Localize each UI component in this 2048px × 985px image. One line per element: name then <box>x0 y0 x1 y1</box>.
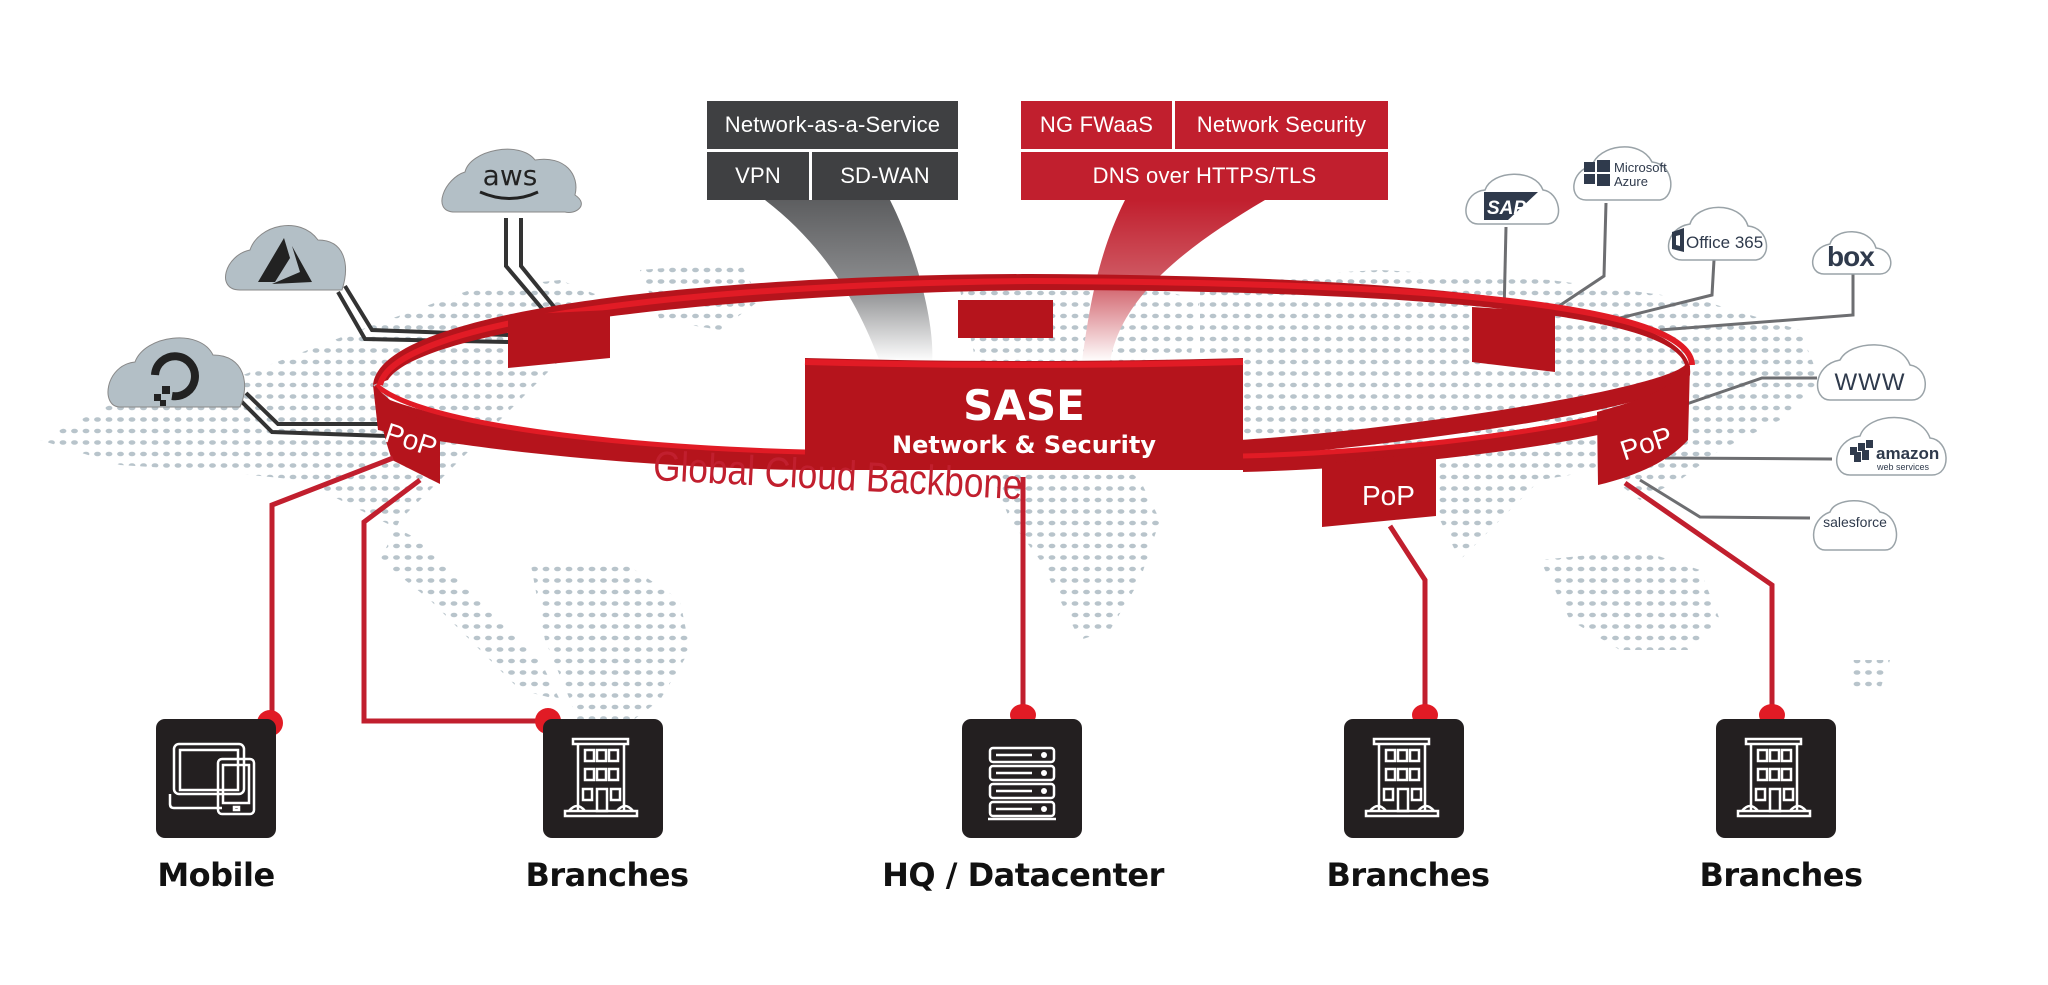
windows-logo <box>1584 160 1610 186</box>
building-icon <box>563 737 639 818</box>
sap-label: SAP <box>1487 198 1526 219</box>
cloud-salesforce <box>1812 500 1898 551</box>
microsoft-azure-line1: Microsoft <box>1614 160 1667 175</box>
microsoft-azure-line2: Azure <box>1614 174 1648 189</box>
building-icon <box>1736 737 1812 818</box>
endpoint-connectors <box>269 455 1775 724</box>
aws-logo: aws <box>483 159 538 192</box>
box-logo: box <box>1827 241 1875 272</box>
network-security-box: Network Security <box>1175 101 1388 149</box>
dns-over-https-tls-box: DNS over HTTPS/TLS <box>1021 152 1388 200</box>
sase-panel: SASE Network & Security <box>804 358 1244 470</box>
endpoint-hq-tile <box>962 719 1082 838</box>
mobile-devices-icon <box>168 742 256 816</box>
iaas-connectors <box>238 218 557 438</box>
cloud-aws: aws <box>441 148 582 214</box>
endpoint-branch-1-tile <box>543 719 663 838</box>
endpoint-hq-label: HQ / Datacenter <box>882 856 1164 894</box>
cloud-amazon-web-services <box>1836 416 1947 476</box>
endpoint-branch-2-tile <box>1344 719 1464 838</box>
pop-center-right: PoP <box>1322 452 1436 527</box>
amazon-line1: amazon <box>1876 444 1939 463</box>
endpoint-branch-1-label: Branches <box>525 856 689 894</box>
sd-wan-box: SD-WAN <box>812 152 958 200</box>
backbone-ring <box>373 274 1695 472</box>
cloud-office365 <box>1667 206 1768 261</box>
ng-fwaas-box: NG FWaaS <box>1021 101 1172 149</box>
endpoint-branch-2-label: Branches <box>1326 856 1490 894</box>
security-services-funnel <box>1082 200 1265 362</box>
sase-title: SASE <box>963 381 1085 430</box>
server-rack-icon <box>988 746 1056 821</box>
office365-label: Office 365 <box>1686 233 1763 252</box>
cloud-www <box>1816 344 1926 401</box>
pop-left: PoP <box>375 385 441 484</box>
saas-logos: SAP Microsoft Azure Office 365 box WWW a… <box>1484 160 1939 530</box>
azure-logo <box>258 238 312 284</box>
pop-tab-back-right <box>1472 307 1555 372</box>
endpoint-mobile-tile <box>156 719 276 838</box>
cloud-digitalocean <box>107 337 246 408</box>
sap-logo <box>1484 192 1538 220</box>
sase-subtitle: Network & Security <box>892 431 1156 459</box>
network-as-a-service-box: Network-as-a-Service <box>707 101 958 149</box>
www-label: WWW <box>1835 369 1906 396</box>
cloud-azure <box>225 225 346 291</box>
vpn-box: VPN <box>707 152 809 200</box>
endpoint-branch-3-tile <box>1716 719 1836 838</box>
office-logo <box>1672 228 1684 252</box>
cloud-box <box>1811 231 1892 275</box>
endpoint-branch-3-label: Branches <box>1699 856 1863 894</box>
salesforce-label: salesforce <box>1823 514 1887 530</box>
pop-tab-back-left <box>508 310 610 368</box>
aws-cubes-logo <box>1850 440 1873 462</box>
digitalocean-logo <box>151 352 199 401</box>
pop-center-right-label: PoP <box>1362 480 1415 511</box>
pop-tab-back-center <box>958 300 1053 338</box>
building-icon <box>1364 737 1440 818</box>
endpoint-mobile-label: Mobile <box>157 856 275 894</box>
amazon-line2: web services <box>1876 462 1930 472</box>
